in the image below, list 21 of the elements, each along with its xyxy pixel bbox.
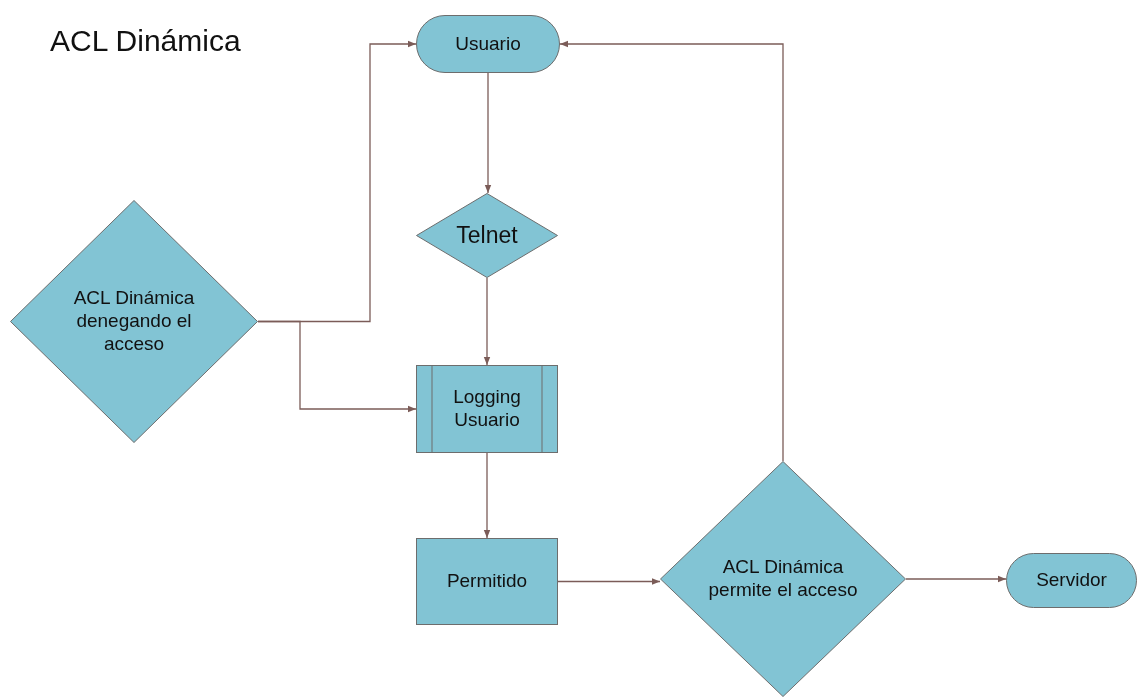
terminal-shape — [1006, 553, 1137, 608]
arrow — [557, 578, 661, 585]
node-label: Permitido — [446, 570, 528, 593]
decision-diamond — [660, 461, 906, 697]
arrow — [559, 40, 784, 462]
arrow — [483, 452, 491, 539]
diagram-title: ACL Dinámica — [50, 24, 241, 58]
node-label: Usuario — [455, 32, 521, 56]
arrow — [257, 320, 417, 413]
arrow — [484, 72, 492, 194]
predefined-process-box — [416, 365, 558, 453]
node-label: Telnet — [456, 221, 518, 250]
node-label: Servidor — [1036, 569, 1107, 592]
process-box — [416, 538, 558, 625]
node-label: ACL Dinámica permite el acceso — [707, 556, 859, 602]
node-label: ACL Dinámica denegando el acceso — [72, 287, 196, 356]
node-label: Logging Usuario — [452, 386, 522, 432]
arrow — [483, 277, 491, 366]
decision-diamond — [416, 193, 558, 278]
arrow — [905, 575, 1007, 583]
decision-diamond — [10, 200, 258, 443]
